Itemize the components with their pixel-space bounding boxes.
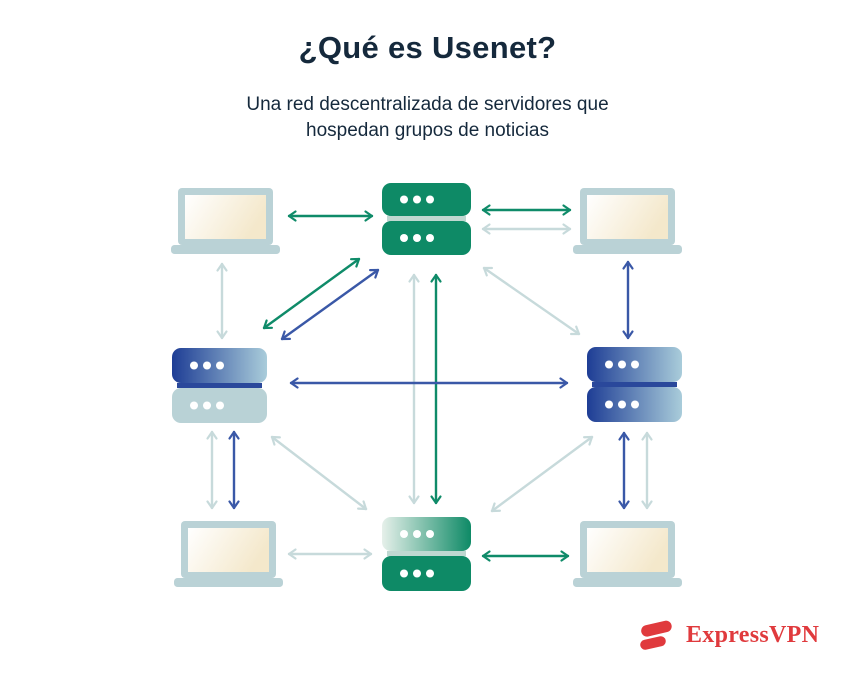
- laptop-top-right-icon: [573, 188, 682, 254]
- laptop-bottom-left-icon: [174, 521, 283, 587]
- page-title: ¿Qué es Usenet?: [298, 30, 557, 65]
- laptop-bottom-right-icon: [573, 521, 682, 587]
- subtitle-line-2: hospedan grupos de noticias: [306, 120, 549, 141]
- brand-name: ExpressVPN: [686, 621, 820, 648]
- arrow-servertop-serverleft-navy: [280, 268, 380, 341]
- arrow-serverleft-serverbottom-pale: [270, 435, 368, 511]
- page-subtitle: Una red descentralizada de servidores qu…: [0, 92, 855, 144]
- server-right-icon: [587, 347, 682, 422]
- expressvpn-logo: ExpressVPN: [638, 618, 819, 652]
- arrow-serverbottom-serverright-pale: [490, 435, 594, 513]
- server-top-icon: [382, 183, 471, 255]
- laptop-top-left-icon: [171, 188, 280, 254]
- subtitle-line-1: Una red descentralizada de servidores qu…: [246, 94, 609, 115]
- expressvpn-logo-icon: [640, 620, 672, 650]
- server-bottom-icon: [382, 517, 471, 591]
- arrow-servertop-serverright-pale: [482, 266, 581, 336]
- server-left-icon: [172, 348, 267, 423]
